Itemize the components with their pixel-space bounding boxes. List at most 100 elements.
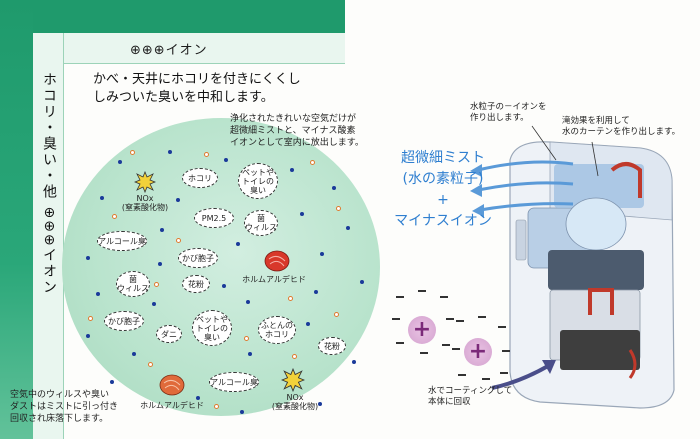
particle-kabi-2: かび胞子 <box>104 311 144 331</box>
plus-ion-2: + <box>464 338 492 366</box>
minus-mark <box>502 350 510 352</box>
ion-dot <box>110 380 114 384</box>
ion-dot <box>240 410 244 414</box>
annot-line: 本体に回収 <box>428 397 471 407</box>
mist-line-2: (水の素粒子) <box>402 171 484 187</box>
mist-dot <box>292 354 297 359</box>
ion-dot <box>320 252 324 256</box>
lead-text: かべ・天井にホコリを付きにくくし しみついた臭いを中和します。 <box>93 71 301 107</box>
lead-line-1: かべ・天井にホコリを付きにくくし <box>93 72 301 87</box>
bottom-line-3: 回収され床落下します。 <box>10 414 109 424</box>
annot-line: 作り出します。 <box>470 113 529 123</box>
mist-line-3: マイナスイオン <box>394 213 492 229</box>
bottom-line-2: ダストはミストに引っ付き <box>10 402 119 412</box>
minus-mark <box>478 316 486 318</box>
humidifier-illustration <box>509 141 675 409</box>
minus-mark <box>392 318 400 320</box>
mist-dot <box>130 150 135 155</box>
ion-dot <box>222 284 226 288</box>
ion-dot <box>118 160 122 164</box>
ion-dot <box>346 226 350 230</box>
ion-dot <box>160 228 164 232</box>
ion-dot <box>314 290 318 294</box>
label-line: NOx <box>136 194 154 203</box>
mist-dot <box>214 404 219 409</box>
label-line: (窒素酸化物) <box>271 402 319 411</box>
minus-mark <box>440 296 448 298</box>
label-line: 臭い <box>250 185 266 195</box>
particle-label: 菌ウィルス <box>117 275 149 293</box>
lead-line-2: しみついた臭いを中和します。 <box>93 90 274 105</box>
label-line: 菌 <box>257 214 265 223</box>
particle-kafun-2: 花粉 <box>318 337 346 355</box>
formaldehyde-icon-1 <box>264 250 290 272</box>
annotation-water-leader <box>531 125 557 161</box>
nox-dust-icon-2 <box>281 368 305 392</box>
particle-hokori: ホコリ <box>182 168 218 188</box>
minus-mark <box>500 372 508 374</box>
minus-mark <box>446 318 454 320</box>
particle-label: かび胞子 <box>108 316 140 326</box>
ion-dot <box>300 212 304 216</box>
minus-mark <box>452 348 460 350</box>
ion-dot <box>158 262 162 266</box>
minus-mark <box>458 374 466 376</box>
mist-dot <box>176 238 181 243</box>
mist-dot <box>204 152 209 157</box>
ion-dot <box>168 150 172 154</box>
particle-label: ペットやトイレの臭い <box>242 168 274 195</box>
ion-dot <box>306 322 310 326</box>
minus-mark <box>420 352 428 354</box>
left-green-band <box>0 0 33 439</box>
label-line: ふとんの <box>261 321 293 330</box>
ion-dot <box>100 196 104 200</box>
ion-dot <box>246 300 250 304</box>
ion-dot <box>176 198 180 202</box>
annotation-waterfall-leader <box>591 141 599 177</box>
plus-ion-1: + <box>408 316 436 344</box>
mist-headline: 超微細ミスト (水の素粒子) + マイナスイオン <box>353 148 533 232</box>
minus-mark <box>442 344 450 346</box>
sub-line-2: 超微細ミストと、マイナス酸素 <box>230 126 356 136</box>
bottom-line-1: 空気中のウィルスや臭い <box>10 390 110 400</box>
minus-mark <box>396 342 404 344</box>
label-line: ペットや <box>242 167 274 177</box>
minus-mark <box>498 326 506 328</box>
particle-label: かび胞子 <box>182 253 214 263</box>
annot-line: 水でコーティングして <box>428 386 513 396</box>
ion-dot <box>132 352 136 356</box>
sub-text: 浄化されたきれいな空気だけが 超微細ミストと、マイナス酸素 イオンとして室内に放… <box>230 113 364 149</box>
mist-line-1: 超微細ミスト <box>401 150 485 166</box>
ion-dot <box>352 360 356 364</box>
annot-line: 滝効果を利用して <box>562 116 630 126</box>
particle-label: アルコール臭 <box>210 377 258 387</box>
particle-pet-toilet-1: ペットやトイレの臭い <box>238 163 278 199</box>
mist-flow-arrows <box>470 160 574 217</box>
particle-label: 菌ウィルス <box>245 214 277 232</box>
particle-label: ふとんのホコリ <box>261 321 293 339</box>
label-line: 菌 <box>129 275 137 284</box>
ion-dot <box>318 402 322 406</box>
formaldehyde-icon-2 <box>159 374 185 396</box>
particle-dani: ダニ <box>156 325 182 343</box>
particle-kabi-1: かび胞子 <box>178 248 218 268</box>
label-formaldehyde-1: ホルムアルデヒド <box>242 275 306 284</box>
ion-dot <box>152 302 156 306</box>
particle-futon: ふとんのホコリ <box>258 316 296 344</box>
return-arrow <box>491 360 556 390</box>
mist-dot <box>112 214 117 219</box>
label-line: トイレの <box>196 323 228 333</box>
particle-label: ペットやトイレの臭い <box>196 315 228 342</box>
particle-alcohol-1: アルコール臭 <box>97 231 147 251</box>
annot-line: 水のカーテンを作り出します。 <box>562 127 681 137</box>
particle-label: PM2.5 <box>201 213 227 223</box>
mist-dot <box>334 312 339 317</box>
ion-dot <box>290 168 294 172</box>
ion-dot <box>332 186 336 190</box>
label-line: ウィルス <box>245 223 277 232</box>
mist-dot <box>148 362 153 367</box>
ion-dot <box>96 292 100 296</box>
header-title: ⊕⊕⊕イオン <box>130 43 208 58</box>
particle-alcohol-2: アルコール臭 <box>209 372 259 392</box>
